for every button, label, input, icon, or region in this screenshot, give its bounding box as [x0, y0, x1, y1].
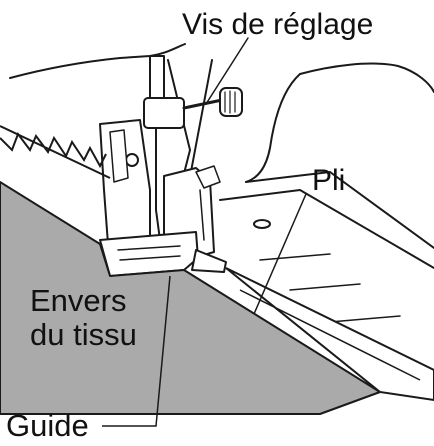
needle-plate-edge [219, 189, 434, 269]
clamp-screw-shaft [182, 98, 224, 110]
adjust-screw-label: Vis de réglage [182, 8, 374, 41]
needle-clamp [143, 97, 185, 129]
fold-leader [253, 193, 307, 315]
guide-screw [195, 165, 221, 189]
fabric-back [0, 181, 381, 415]
guide-label: Guide [6, 408, 89, 443]
guide-leader [102, 275, 171, 427]
fabric-back-label-line1: Envers [30, 283, 127, 318]
screw-leader [205, 37, 249, 105]
guide-blade [191, 249, 227, 273]
machine-head-outline [299, 62, 434, 93]
fabric-back-label: Envers du tissu [30, 284, 137, 352]
fabric-back-label-line2: du tissu [30, 317, 137, 352]
machine-arm-outline [9, 43, 186, 79]
plate-lines [259, 253, 401, 323]
plate-slot [253, 219, 271, 229]
adjust-screw-knob [219, 87, 243, 117]
fabric-top-edge [0, 125, 111, 179]
shank-screw [125, 153, 139, 167]
fabric-fold [225, 267, 434, 402]
machine-head-curve [245, 73, 301, 183]
machine-bed [245, 171, 434, 249]
needle [155, 105, 161, 241]
fold-edge-line [239, 289, 421, 381]
fold-label: Pli [312, 164, 346, 197]
